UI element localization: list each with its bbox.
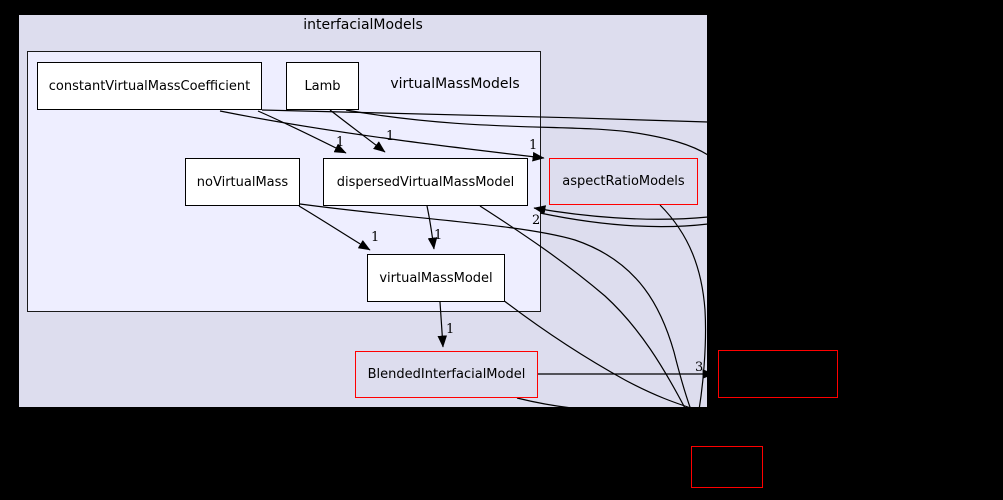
node-label: constantVirtualMassCoefficient bbox=[48, 78, 251, 94]
edge-count-label: 1 bbox=[434, 228, 443, 243]
node-label: noVirtualMass bbox=[196, 174, 289, 190]
cluster-virtualMassModels-label: virtualMassModels bbox=[390, 76, 520, 92]
node-constantVirtualMassCoefficient[interactable]: constantVirtualMassCoefficient bbox=[37, 62, 262, 110]
edge-count-label: 2 bbox=[532, 213, 541, 228]
edge-sweep-corner-join bbox=[690, 409, 704, 447]
node-label: aspectRatioModels bbox=[562, 174, 685, 189]
node-BlendedInterfacialModel[interactable]: BlendedInterfacialModel bbox=[355, 351, 538, 398]
node-label: virtualMassModel bbox=[379, 270, 493, 286]
node-external-right[interactable] bbox=[718, 350, 838, 398]
edge-count-label: 3 bbox=[695, 360, 704, 375]
edge-count-label: 1 bbox=[446, 322, 455, 337]
edge-count-label: 1 bbox=[371, 230, 380, 245]
node-dispersedVirtualMassModel[interactable]: dispersedVirtualMassModel bbox=[323, 158, 528, 206]
node-noVirtualMass[interactable]: noVirtualMass bbox=[185, 158, 300, 206]
node-virtualMassModel[interactable]: virtualMassModel bbox=[367, 254, 505, 302]
node-label: BlendedInterfacialModel bbox=[367, 367, 526, 382]
node-Lamb[interactable]: Lamb bbox=[286, 62, 359, 110]
edge-count-label: 1 bbox=[386, 129, 395, 144]
edge-count-label: 1 bbox=[336, 135, 345, 150]
edge-count-label: 1 bbox=[529, 138, 538, 153]
cluster-interfacialModels-label: interfacialModels bbox=[303, 17, 423, 33]
node-label: Lamb bbox=[304, 78, 341, 94]
node-external-bottom-right[interactable] bbox=[691, 446, 763, 488]
node-aspectRatioModels[interactable]: aspectRatioModels bbox=[549, 158, 698, 205]
node-label: dispersedVirtualMassModel bbox=[336, 174, 515, 190]
